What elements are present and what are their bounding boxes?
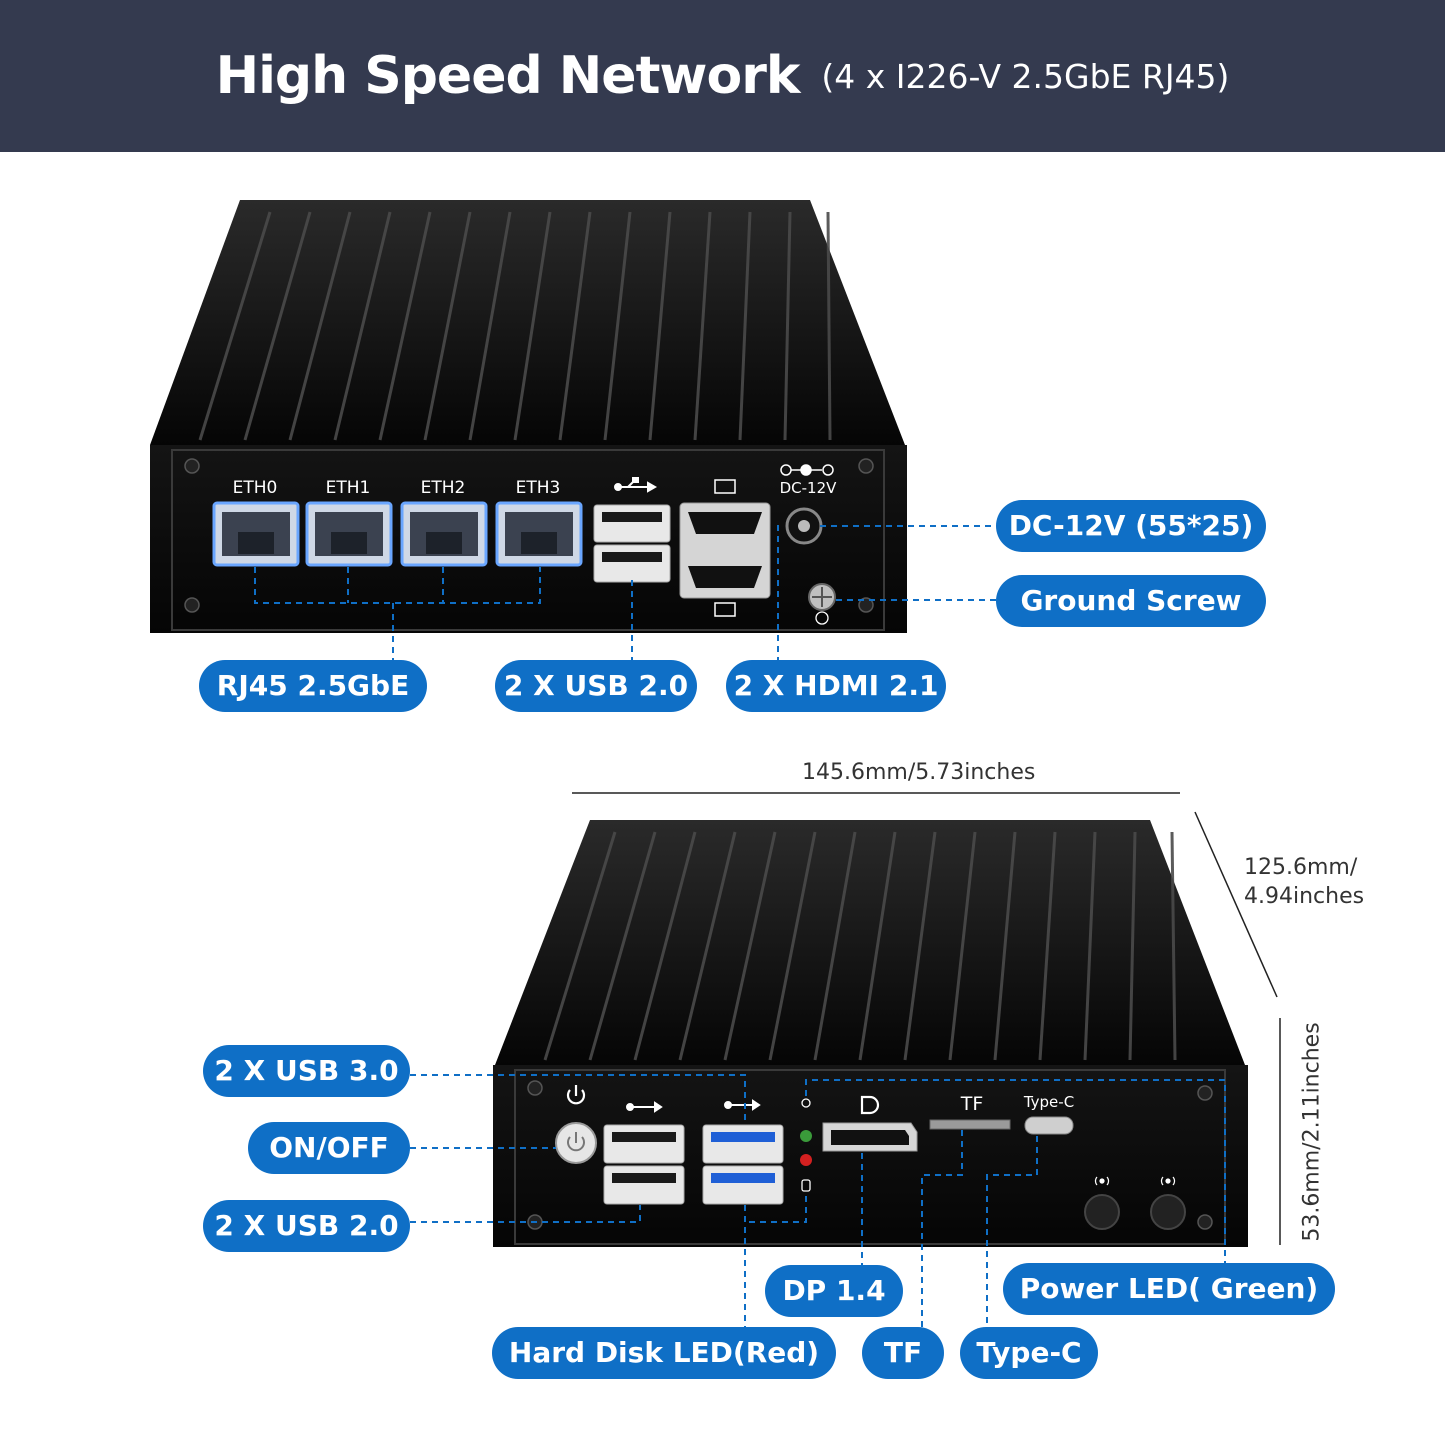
typec-port-label: Type-C xyxy=(1023,1093,1074,1111)
dc-jack xyxy=(785,507,823,545)
dp-icon xyxy=(860,1095,880,1115)
hdmi-callout: 2 X HDMI 2.1 xyxy=(726,660,946,712)
usb-port xyxy=(593,504,671,583)
dc-polarity-icon xyxy=(780,464,834,476)
led-icons xyxy=(800,1098,812,1192)
hdmi-icon xyxy=(714,479,736,617)
height-dimension: 53.6mm/2.11inches xyxy=(1299,1022,1325,1242)
rear-leader-lines xyxy=(254,525,996,660)
depth-dimension-line2: 4.94inches xyxy=(1244,884,1365,909)
rj45-callout: RJ45 2.5GbE xyxy=(199,660,427,712)
power-led-callout: Power LED( Green) xyxy=(1003,1263,1335,1315)
dc-callout: DC-12V (55*25) xyxy=(996,500,1266,552)
ground-screw-callout: Ground Screw xyxy=(996,575,1266,627)
eth0-label: ETH0 xyxy=(233,478,278,498)
hdmi-port xyxy=(679,502,771,599)
page-subtitle: (4 x I226-V 2.5GbE RJ45) xyxy=(821,56,1230,96)
usb3-port xyxy=(702,1124,784,1205)
eth2-label: ETH2 xyxy=(421,478,466,498)
usb-icon xyxy=(614,477,658,493)
depth-dimension-line1: 125.6mm/ xyxy=(1244,855,1358,880)
eth3-label: ETH3 xyxy=(516,478,561,498)
usb-icon xyxy=(626,1099,761,1113)
front-usb2-callout: 2 X USB 2.0 xyxy=(203,1200,410,1252)
rj45-port xyxy=(400,501,488,567)
page-title: High Speed Network xyxy=(215,46,801,106)
eth1-label: ETH1 xyxy=(326,478,371,498)
typec-callout: Type-C xyxy=(960,1327,1098,1379)
rj45-port xyxy=(305,501,393,567)
width-dimension: 145.6mm/5.73inches xyxy=(802,760,1036,785)
antenna-icon xyxy=(1094,1176,1176,1186)
onoff-callout: ON/OFF xyxy=(248,1122,410,1174)
typec-port xyxy=(1024,1116,1074,1135)
dimension-lines xyxy=(572,792,1281,1245)
dp-callout: DP 1.4 xyxy=(765,1265,903,1317)
rear-usb-callout: 2 X USB 2.0 xyxy=(495,660,697,712)
power-button xyxy=(555,1122,597,1164)
header-title-row: High Speed Network (4 x I226-V 2.5GbE RJ… xyxy=(0,0,1445,152)
tf-slot-label: TF xyxy=(960,1093,984,1115)
power-icon xyxy=(566,1085,586,1105)
tf-slot xyxy=(929,1119,1011,1130)
antenna-hole xyxy=(1084,1194,1186,1230)
rj45-port xyxy=(212,501,300,567)
usb-port xyxy=(603,1124,685,1205)
front-leader-lines xyxy=(410,1074,1226,1330)
usb3-callout: 2 X USB 3.0 xyxy=(203,1045,410,1097)
header-banner xyxy=(0,0,1445,152)
rj45-port xyxy=(495,501,583,567)
ground-screw xyxy=(808,583,836,625)
tf-callout: TF xyxy=(862,1327,944,1379)
dc-label: DC-12V xyxy=(780,479,838,497)
hdd-led-callout: Hard Disk LED(Red) xyxy=(492,1327,836,1379)
dp-port xyxy=(822,1122,918,1152)
rear-device xyxy=(150,200,907,633)
